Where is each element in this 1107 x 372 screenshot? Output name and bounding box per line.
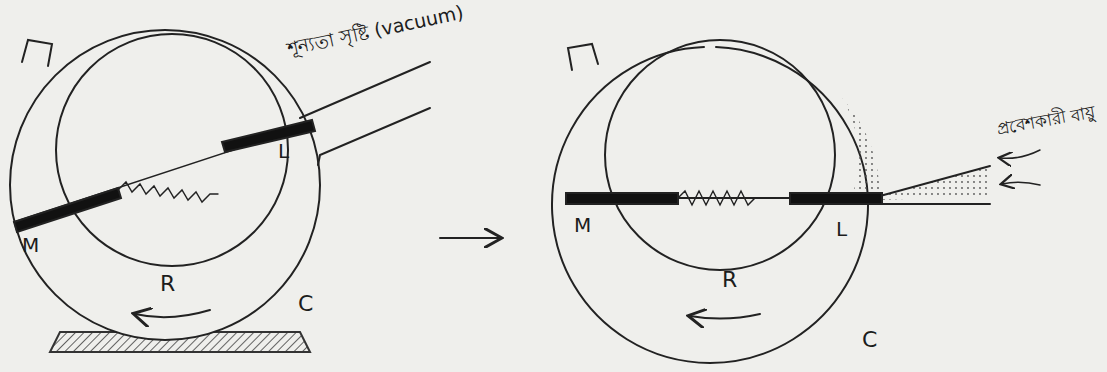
callout-note: শূন্যতা সৃষ্টি (vacuum) [285,2,465,60]
part-letter: C [298,292,313,316]
callout-note: প্রবেশকারী বায়ু [995,103,1097,139]
part-letter: L [278,140,289,162]
part-letter: L [836,218,847,240]
part-letter: R [160,272,175,296]
part-letter: M [22,234,39,256]
part-letter: C [862,328,877,352]
part-letter: M [574,214,591,236]
part-letter: R [722,268,737,292]
